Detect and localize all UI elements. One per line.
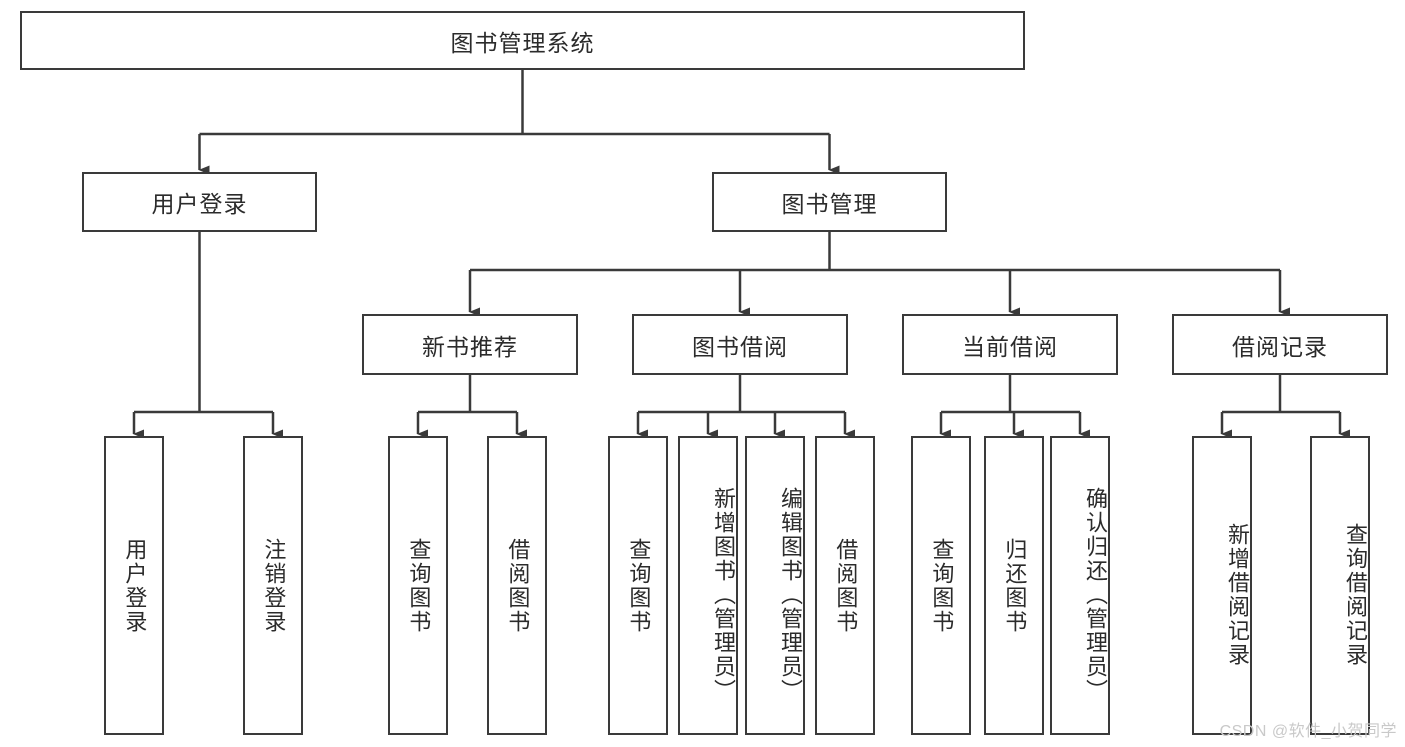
level2-node-label: 用户登录 — [151, 191, 248, 217]
level3-node-1[interactable]: 图书借阅 — [632, 314, 848, 375]
leaf-node-8[interactable]: 查询图书 — [911, 436, 971, 735]
leaf-node-label: 编辑图书（管理员） — [778, 486, 803, 703]
leaf-node-label: 查询图书 — [929, 537, 955, 634]
leaf-node-1[interactable]: 注销登录 — [243, 436, 303, 735]
leaf-node-6[interactable]: 编辑图书（管理员） — [745, 436, 805, 735]
leaf-node-3[interactable]: 借阅图书 — [487, 436, 547, 735]
root-node-label: 图书管理系统 — [450, 29, 595, 56]
leaf-node-label: 查询借阅记录 — [1343, 522, 1368, 667]
leaf-node-0[interactable]: 用户登录 — [104, 436, 164, 735]
leaf-node-10[interactable]: 确认归还（管理员） — [1050, 436, 1110, 735]
leaf-node-label: 注销登录 — [261, 537, 287, 634]
leaf-node-9[interactable]: 归还图书 — [984, 436, 1044, 735]
leaf-node-2[interactable]: 查询图书 — [388, 436, 448, 735]
leaf-node-label: 归还图书 — [1002, 537, 1028, 634]
level3-node-label: 新书推荐 — [422, 333, 518, 360]
leaf-node-label: 新增借阅记录 — [1225, 522, 1250, 667]
leaf-node-5[interactable]: 新增图书（管理员） — [678, 436, 738, 735]
leaf-node-12[interactable]: 查询借阅记录 — [1310, 436, 1370, 735]
root-node-0[interactable]: 图书管理系统 — [20, 11, 1025, 70]
leaf-node-label: 用户登录 — [122, 537, 148, 634]
level3-node-label: 借阅记录 — [1232, 333, 1328, 360]
level2-node-1[interactable]: 图书管理 — [712, 172, 947, 232]
leaf-node-label: 新增图书（管理员） — [711, 486, 736, 703]
leaf-node-label: 借阅图书 — [833, 537, 859, 634]
level3-node-0[interactable]: 新书推荐 — [362, 314, 578, 375]
level2-node-label: 图书管理 — [781, 191, 878, 217]
leaf-node-label: 查询图书 — [626, 537, 652, 634]
leaf-node-4[interactable]: 查询图书 — [608, 436, 668, 735]
level3-node-2[interactable]: 当前借阅 — [902, 314, 1118, 375]
level2-node-0[interactable]: 用户登录 — [82, 172, 317, 232]
level3-node-label: 当前借阅 — [962, 333, 1058, 360]
level3-node-label: 图书借阅 — [692, 333, 788, 360]
leaf-node-label: 查询图书 — [406, 537, 432, 634]
leaf-node-label: 确认归还（管理员） — [1083, 486, 1108, 703]
leaf-node-7[interactable]: 借阅图书 — [815, 436, 875, 735]
level3-node-3[interactable]: 借阅记录 — [1172, 314, 1388, 375]
leaf-node-label: 借阅图书 — [505, 537, 531, 634]
leaf-node-11[interactable]: 新增借阅记录 — [1192, 436, 1252, 735]
